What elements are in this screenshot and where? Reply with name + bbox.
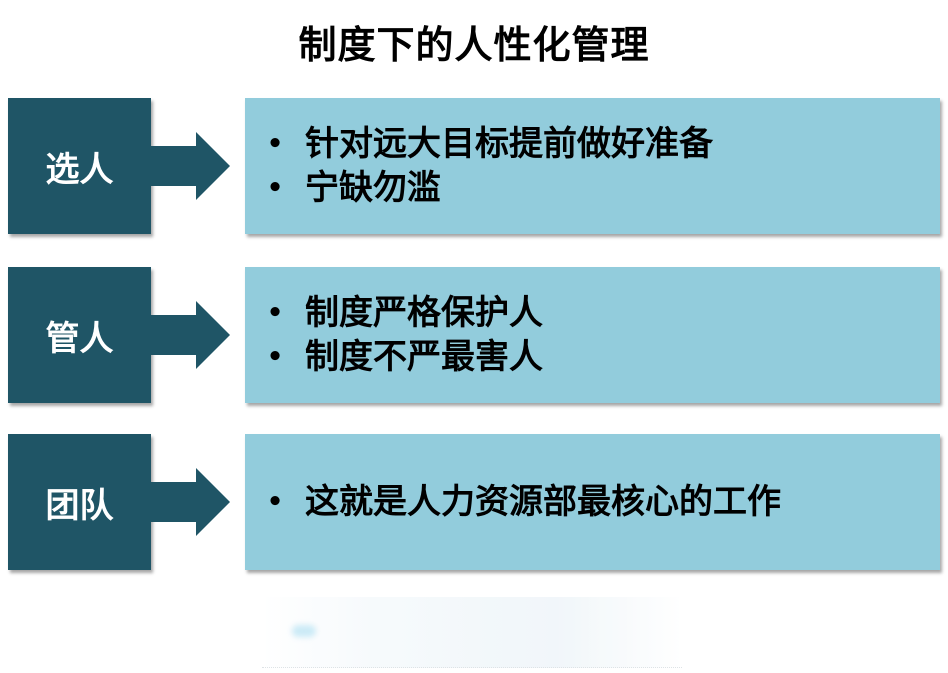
bullet-dot-icon: • (266, 298, 284, 328)
row-label-box: 管人 (8, 267, 151, 403)
bullet-item: • 这就是人力资源部最核心的工作 (245, 480, 940, 524)
row-label: 选人 (45, 149, 114, 190)
row-label: 团队 (45, 485, 114, 526)
bullet-item: • 制度不严最害人 (245, 335, 940, 379)
row-content-box: • 这就是人力资源部最核心的工作 (245, 434, 940, 570)
row-team: 团队 • 这就是人力资源部最核心的工作 (0, 434, 948, 572)
bullet-dot-icon: • (266, 129, 284, 159)
bullet-dot-icon: • (266, 173, 284, 203)
bullet-dot-icon: • (266, 342, 284, 372)
bullet-text: 制度不严最害人 (305, 337, 543, 377)
row-select-people: 选人 • 针对远大目标提前做好准备 • 宁缺勿滥 (0, 98, 948, 236)
bullet-dot-icon: • (266, 487, 284, 517)
slide-title: 制度下的人性化管理 (298, 23, 650, 67)
bullet-text: 这就是人力资源部最核心的工作 (305, 482, 781, 522)
row-content-box: • 制度严格保护人 • 制度不严最害人 (245, 267, 940, 403)
watermark-glow (292, 625, 316, 637)
bullet-text: 制度严格保护人 (305, 293, 543, 333)
right-arrow-icon (150, 132, 230, 200)
bullet-text: 宁缺勿滥 (305, 168, 441, 208)
bullet-item: • 针对远大目标提前做好准备 (245, 122, 940, 166)
row-manage-people: 管人 • 制度严格保护人 • 制度不严最害人 (0, 267, 948, 405)
bullet-item: • 宁缺勿滥 (245, 166, 940, 210)
right-arrow-icon (150, 468, 230, 536)
bullet-item: • 制度严格保护人 (245, 291, 940, 335)
bullet-text: 针对远大目标提前做好准备 (305, 124, 713, 164)
faded-watermark (262, 597, 682, 668)
row-content-box: • 针对远大目标提前做好准备 • 宁缺勿滥 (245, 98, 940, 234)
row-label-box: 团队 (8, 434, 151, 570)
row-label: 管人 (45, 318, 114, 359)
right-arrow-icon (150, 301, 230, 369)
row-label-box: 选人 (8, 98, 151, 234)
